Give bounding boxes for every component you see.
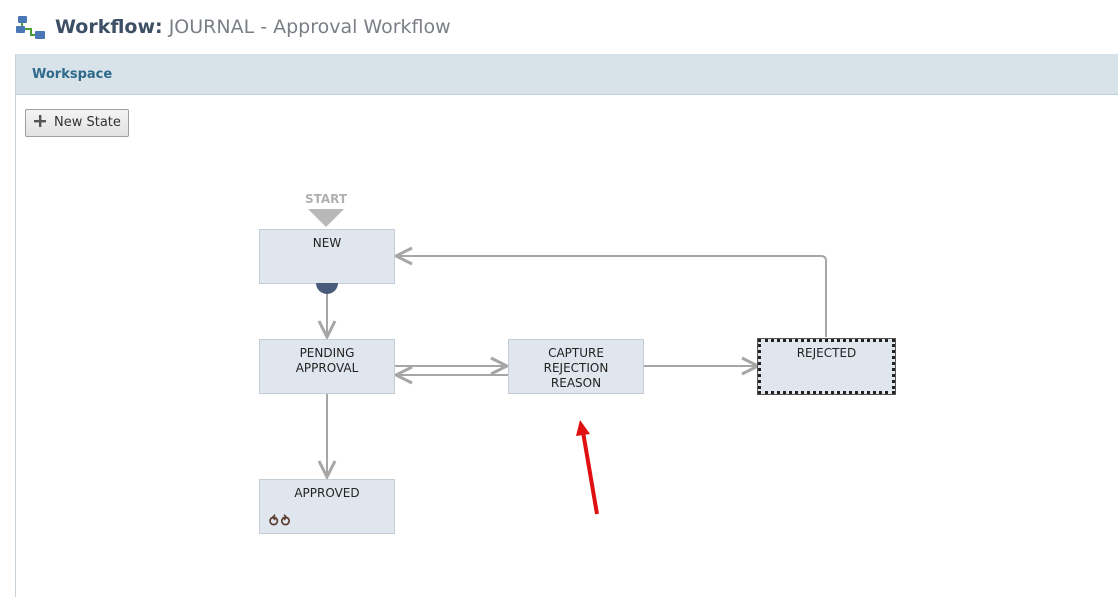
state-capture-rejection-reason[interactable]: CAPTURE REJECTION REASON [508, 339, 644, 394]
state-pending-approval[interactable]: PENDING APPROVAL [259, 339, 395, 394]
plus-icon [34, 115, 46, 127]
title-bar: Workflow: JOURNAL - Approval Workflow [0, 0, 1118, 54]
title-prefix: Workflow: [55, 16, 163, 38]
start-marker [308, 209, 344, 227]
state-new-label: NEW [312, 236, 342, 250]
annotation-arrowhead [576, 420, 590, 436]
state-rejected-label: REJECTED [796, 346, 857, 360]
new-state-label: New State [54, 115, 121, 130]
loop-icon[interactable]: ⥀⥁ [268, 514, 292, 530]
start-label: START [304, 192, 348, 206]
state-approved[interactable]: APPROVED [259, 479, 395, 534]
state-rejected[interactable]: REJECTED [757, 338, 896, 395]
workflow-icon [16, 16, 45, 39]
state-new[interactable]: NEW [259, 229, 395, 284]
new-state-button[interactable]: New State [25, 109, 129, 137]
state-pending-label: PENDING APPROVAL [295, 346, 359, 375]
transition-handle[interactable] [316, 283, 338, 294]
page-title: Workflow: JOURNAL - Approval Workflow [55, 16, 451, 38]
workspace-panel: Workspace [15, 54, 1118, 597]
workspace-header: Workspace [16, 54, 1118, 95]
state-capture-label: CAPTURE REJECTION REASON [543, 346, 609, 390]
workflow-name: JOURNAL - Approval Workflow [168, 16, 451, 38]
state-approved-label: APPROVED [294, 486, 360, 500]
connector-rejected-to-new[interactable] [396, 256, 827, 337]
workspace-label: Workspace [32, 67, 113, 82]
annotation-arrow [580, 425, 599, 515]
